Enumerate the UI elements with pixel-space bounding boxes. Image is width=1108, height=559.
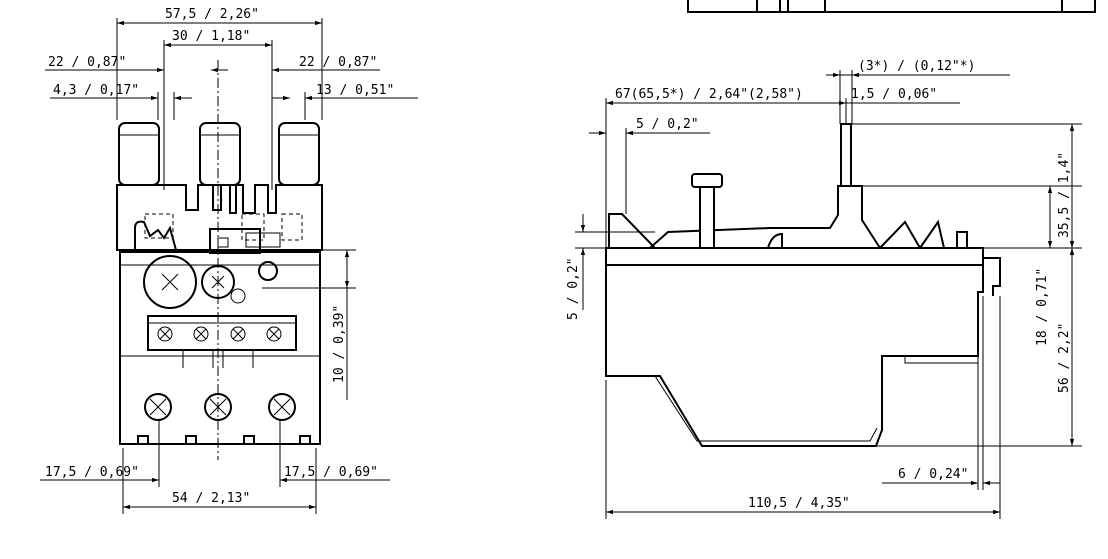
dim-front-step: 5 / 0,2" — [636, 117, 699, 132]
front-view — [116, 60, 323, 460]
front-view-dimensions — [40, 18, 418, 514]
dim-dial-height: 10 / 0,39" — [332, 305, 347, 383]
dim-right-terminal: 22 / 0,87" — [299, 55, 377, 70]
dim-depth: 67(65,5*) / 2,64"(2,58") — [615, 87, 803, 102]
dim-right-offset: 13 / 0,51" — [316, 83, 394, 98]
dim-pin-offset: 1,5 / 0,06" — [851, 87, 937, 102]
dim-overall-width: 57,5 / 2,26" — [165, 7, 259, 22]
dim-total-depth: 110,5 / 4,35" — [748, 496, 850, 511]
dim-base-offset: 6 / 0,24" — [898, 467, 968, 482]
partial-top-view — [687, 0, 1096, 13]
dim-middle-height: 18 / 0,71" — [1035, 268, 1050, 346]
dim-bottom-right: 17,5 / 0,69" — [284, 465, 378, 480]
terminal-screw-row — [157, 326, 282, 342]
dim-left-terminal: 22 / 0,87" — [48, 55, 126, 70]
dim-pin-width: (3*) / (0,12"*) — [858, 59, 975, 74]
dim-left-step: 5 / 0,2" — [566, 257, 581, 320]
dim-bottom-left: 17,5 / 0,69" — [45, 465, 139, 480]
bottom-screw-row — [144, 393, 296, 421]
top-terminal-right — [278, 122, 320, 186]
dim-left-offset: 4,3 / 0,17" — [53, 83, 139, 98]
top-terminal-left — [118, 122, 160, 186]
dim-bottom-width: 54 / 2,13" — [172, 491, 250, 506]
dim-terminal-pitch: 30 / 1,18" — [172, 29, 250, 44]
dim-top-height: 35,5 / 1,4" — [1057, 152, 1072, 238]
side-view — [605, 123, 1001, 447]
dim-body-height: 56 / 2,2" — [1057, 323, 1072, 393]
side-view-dimensions — [575, 70, 1082, 519]
top-terminal-middle — [199, 122, 241, 186]
